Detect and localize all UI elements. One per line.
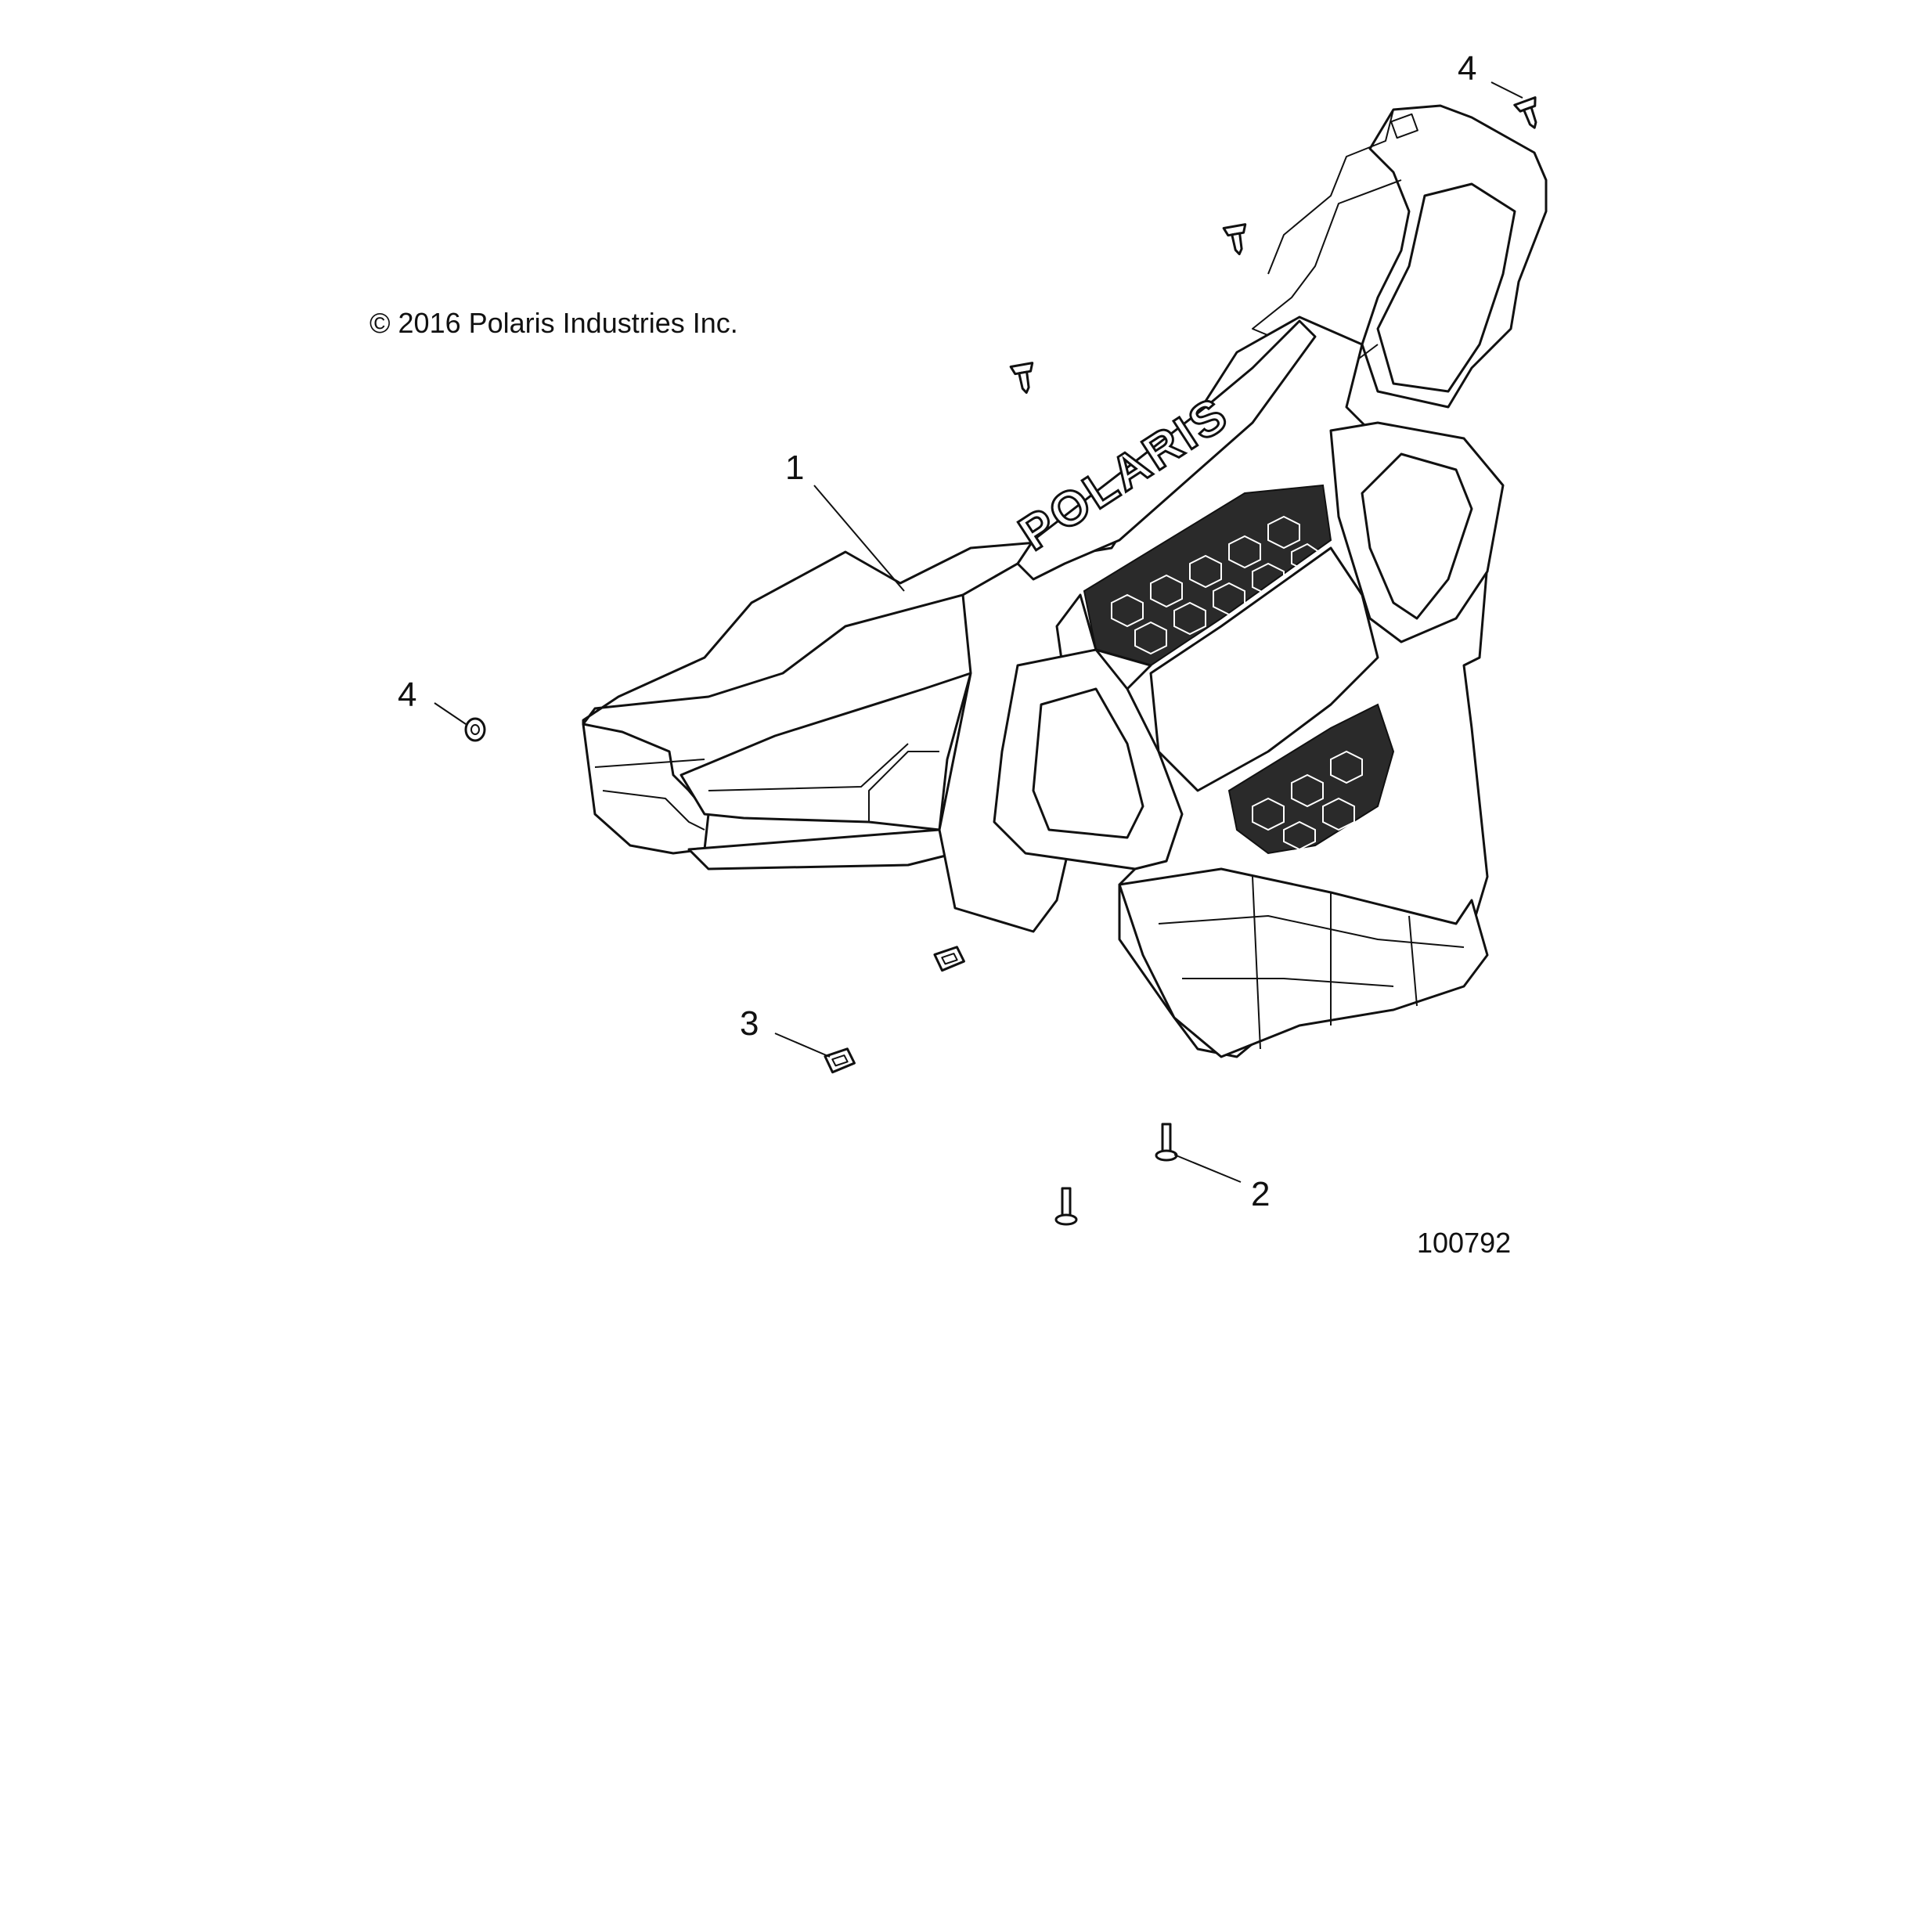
- speed-nut-2: [824, 1047, 856, 1074]
- figure-number: 100792: [1417, 1227, 1511, 1259]
- leader-line-2: [1173, 1154, 1242, 1183]
- logo-panel: [1016, 319, 1317, 581]
- upper-grille-hex-pattern: [1111, 515, 1320, 655]
- callout-2: 2: [1251, 1175, 1270, 1213]
- callout-1: 1: [785, 449, 804, 487]
- screw-2: [1054, 1187, 1078, 1226]
- lower-grille-hex-pattern: [1252, 750, 1363, 851]
- push-rivet-upper-1: [1222, 223, 1247, 256]
- leader-line-3: [774, 1033, 831, 1058]
- bumper-skid-plate: [1118, 867, 1489, 1058]
- screw-1: [1155, 1123, 1178, 1162]
- speed-nut-1: [933, 946, 965, 972]
- push-rivet-upper-2: [1009, 362, 1034, 395]
- callout-4-top: 4: [1458, 49, 1476, 88]
- bumper-right-window: [1376, 182, 1516, 393]
- copyright-text: © 2016 Polaris Industries Inc.: [369, 307, 738, 339]
- callout-3: 3: [740, 1004, 759, 1043]
- leader-line-4-top: [1490, 81, 1523, 99]
- push-rivet-top: [1513, 96, 1537, 129]
- bumper-left-window: [679, 672, 972, 831]
- bumper-lower-panel: [1149, 546, 1379, 792]
- leader-line-1: [813, 485, 905, 592]
- bumper-left-arm: [582, 539, 1066, 726]
- front-bumper-assembly: POLARIS: [582, 104, 1548, 1058]
- lower-grille-mesh: [1227, 703, 1395, 855]
- well-nut-left: [464, 717, 486, 742]
- leader-line-4-left: [434, 702, 467, 725]
- callout-4-left: 4: [398, 676, 416, 714]
